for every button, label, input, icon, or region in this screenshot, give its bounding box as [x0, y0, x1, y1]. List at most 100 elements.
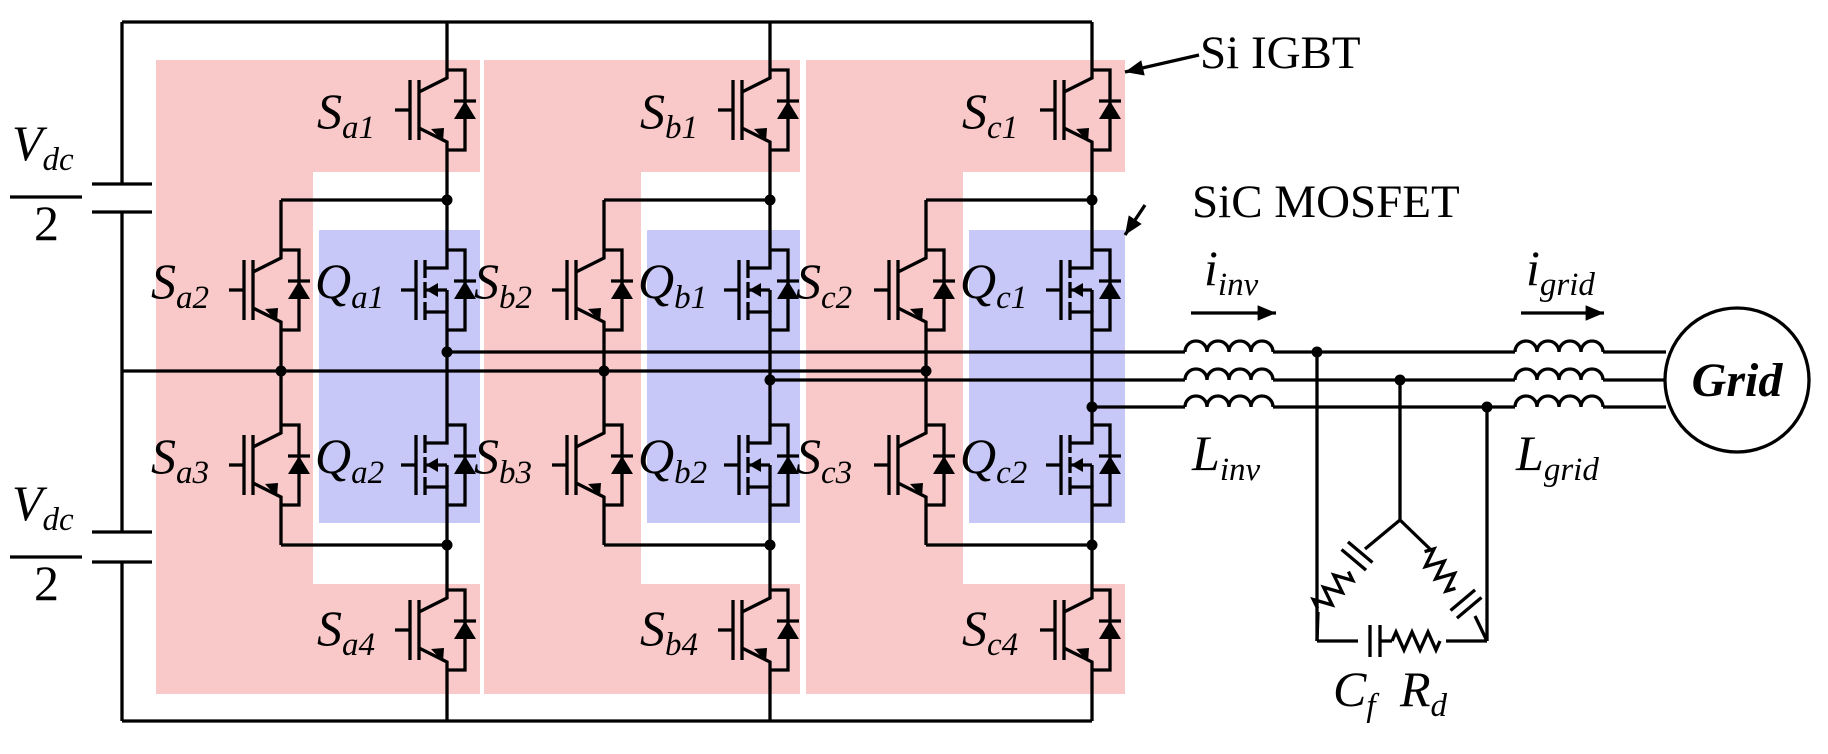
igbt-collector	[897, 235, 928, 274]
grid-inductor-2	[1513, 394, 1605, 408]
junction-dot	[764, 374, 776, 386]
diode-icon	[454, 456, 476, 474]
junction-dot	[764, 194, 776, 206]
dc-voltage-symbol: V	[12, 115, 48, 171]
label-qb2-subscript: b2	[674, 455, 707, 491]
switch-sc2	[874, 235, 955, 345]
label-sc4-subscript: c4	[987, 627, 1018, 663]
diode-icon	[777, 281, 799, 299]
capacitor-plate	[1455, 596, 1483, 620]
switch-sc4	[1040, 580, 1121, 680]
igbt-emitter-arrow	[754, 128, 767, 142]
igbt-emitter	[741, 646, 772, 680]
inductor-coil	[1183, 339, 1275, 353]
switch-sa3	[229, 410, 310, 520]
filter-capacitor-left	[1340, 540, 1374, 572]
igbt-emitter	[575, 306, 606, 345]
dc-link-lower-denominator: 2	[34, 555, 59, 611]
label-sa4: Sa4	[317, 600, 375, 663]
mosfet-callout-arrow-icon	[1123, 204, 1147, 236]
inductor-coil	[1513, 394, 1605, 408]
label-sc1-subscript: c1	[987, 110, 1018, 146]
mosfet-drain	[1070, 410, 1094, 445]
filter-resistor-left	[1310, 570, 1356, 610]
grid-inductor-0	[1513, 339, 1605, 353]
label-sb4-symbol: S	[640, 600, 665, 656]
label-qc2: Qc2	[960, 428, 1027, 491]
igbt-emitter-arrow	[431, 648, 444, 662]
label-damping-resistance-symbol: R	[1399, 661, 1431, 717]
junction-dot	[441, 539, 453, 551]
capacitor-plate	[1340, 548, 1368, 572]
label-filter-capacitance-symbol: C	[1333, 661, 1367, 717]
filter-resistor-right	[1422, 546, 1458, 594]
label-qa1-subscript: a1	[351, 280, 384, 316]
igbt-callout-arrow-icon	[1124, 53, 1200, 76]
mosfet-arrow-icon	[426, 283, 438, 297]
resistor-zigzag	[1310, 570, 1356, 610]
inductor-coil	[1183, 367, 1275, 381]
igbt-emitter-arrow	[588, 483, 601, 497]
label-sc3: Sc3	[796, 428, 852, 491]
igbt-collector	[575, 410, 606, 449]
label-sb3-symbol: S	[474, 428, 499, 484]
label-qb1-subscript: b1	[674, 280, 707, 316]
igbt-emitter-arrow	[1076, 128, 1089, 142]
igbt-collector	[252, 235, 283, 274]
switch-sa2	[229, 235, 310, 345]
capacitor-plate	[1346, 540, 1374, 564]
label-sb1-subscript: b1	[665, 110, 698, 146]
diode-icon	[288, 456, 310, 474]
diode-icon	[933, 281, 955, 299]
junction-dot	[1086, 539, 1098, 551]
igbt-collector	[418, 60, 449, 94]
label-sa2-subscript: a2	[176, 280, 209, 316]
diode-icon	[777, 456, 799, 474]
switch-sa4	[395, 580, 476, 680]
label-sa3: Sa3	[151, 428, 209, 491]
filter-leg	[1398, 518, 1432, 551]
legend-mosfet: SiC MOSFET	[1192, 176, 1460, 228]
device-regions	[156, 60, 1125, 694]
switch-qb2	[724, 410, 799, 520]
mosfet-drain	[425, 410, 449, 445]
dc-voltage-subscript: dc	[43, 502, 75, 538]
diode-icon	[1099, 621, 1121, 639]
igbt-emitter-arrow	[265, 308, 278, 322]
igbt-emitter-arrow	[910, 308, 923, 322]
inverter-current-arrow-icon	[1191, 305, 1276, 321]
diode-icon	[611, 456, 633, 474]
inverter-inductor-1	[1183, 367, 1275, 381]
switch-sc1	[1040, 60, 1121, 160]
filter-capacitor-right	[1449, 588, 1483, 620]
label-grid-inductance: Lgrid	[1515, 425, 1599, 488]
label-sb4-subscript: b4	[665, 627, 698, 663]
label-qc2-symbol: Q	[960, 428, 996, 484]
mosfet-region-a	[319, 230, 480, 523]
label-sb3-subscript: b3	[499, 455, 532, 491]
igbt-emitter	[418, 646, 449, 680]
igbt-emitter	[741, 126, 772, 160]
arrow-head	[1125, 60, 1145, 76]
switch-qc2	[1046, 410, 1121, 520]
label-inverter-inductance: Linv	[1191, 425, 1260, 488]
diode-icon	[777, 101, 799, 119]
label-sb3: Sb3	[474, 428, 532, 491]
grid-label: Grid	[1692, 354, 1784, 407]
igbt-collector	[741, 60, 772, 94]
diode-icon	[454, 101, 476, 119]
igbt-emitter	[418, 126, 449, 160]
label-sc2-symbol: S	[796, 253, 821, 309]
dc-link-upper-denominator: 2	[34, 195, 59, 251]
label-qc1-symbol: Q	[960, 253, 996, 309]
label-inverter-inductance-symbol: L	[1191, 425, 1220, 481]
circuit-wiring	[92, 20, 1666, 723]
filter-leg	[1315, 611, 1320, 642]
label-sa4-symbol: S	[317, 600, 342, 656]
junction-dot	[1086, 401, 1098, 413]
filter-leg	[1363, 518, 1402, 551]
switch-sc3	[874, 410, 955, 520]
igbt-emitter-arrow	[754, 648, 767, 662]
switch-sb3	[552, 410, 633, 520]
